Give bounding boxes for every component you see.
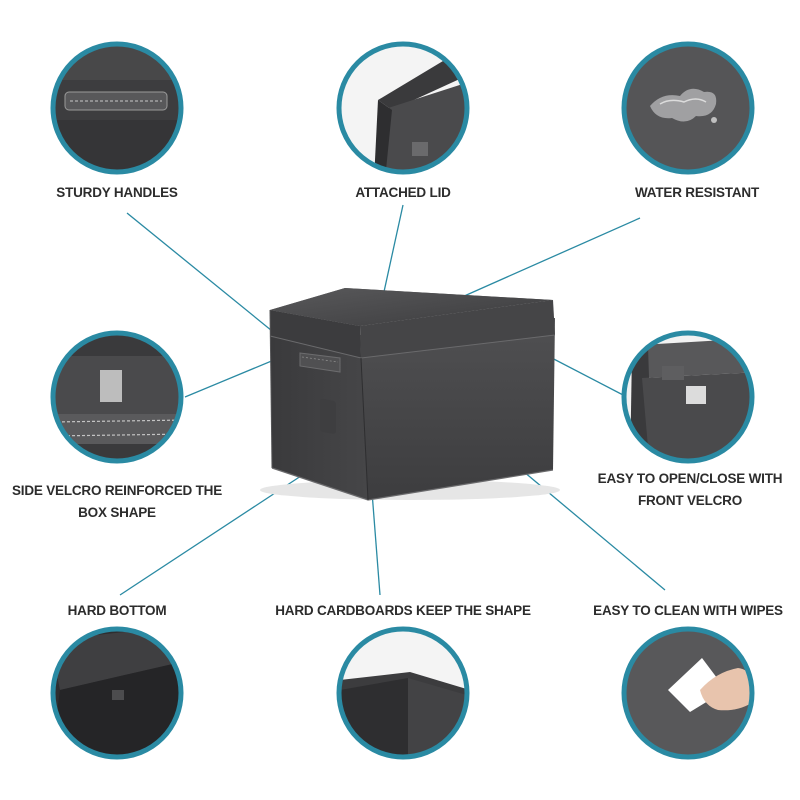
label-side-velcro: SIDE VELCRO REINFORCED THE BOX SHAPE: [12, 480, 222, 524]
connector-water-resistant: [461, 217, 641, 298]
box-front-panel: [360, 318, 555, 500]
detail-hard-bottom: [50, 626, 184, 760]
detail-sturdy-handles: [50, 41, 184, 175]
detail-easy-clean: [621, 626, 755, 760]
label-easy-clean: EASY TO CLEAN WITH WIPES: [593, 603, 783, 618]
label-hard-cardboards: HARD CARDBOARDS KEEP THE SHAPE: [275, 603, 531, 618]
connector-sturdy-handles: [126, 212, 294, 349]
detail-front-velcro: [621, 330, 755, 464]
label-front-velcro: EASY TO OPEN/CLOSE WITH FRONT VELCRO: [598, 468, 783, 512]
label-front-velcro-line1: EASY TO OPEN/CLOSE WITH: [597, 471, 783, 486]
storage-box: [260, 288, 560, 501]
box-side-panel: [270, 310, 368, 500]
box-side-handle: [299, 352, 341, 434]
detail-circle-border: [50, 41, 184, 175]
detail-attached-lid: [336, 41, 470, 175]
label-sturdy-handles: STURDY HANDLES: [56, 185, 178, 200]
connector-lines: [119, 204, 666, 596]
detail-side-velcro: [50, 330, 184, 464]
label-side-velcro-line1: SIDE VELCRO REINFORCED THE: [11, 483, 223, 498]
label-water-resistant: WATER RESISTANT: [635, 185, 759, 200]
label-front-velcro-line2: FRONT VELCRO: [637, 493, 743, 508]
label-attached-lid: ATTACHED LID: [355, 185, 451, 200]
connector-easy-clean: [504, 455, 666, 591]
label-hard-bottom: HARD BOTTOM: [67, 603, 167, 618]
detail-hard-cardboards: [336, 626, 470, 760]
label-side-velcro-line2: BOX SHAPE: [78, 505, 156, 520]
box-lid-flap: [360, 300, 555, 358]
detail-water-resistant: [621, 41, 755, 175]
